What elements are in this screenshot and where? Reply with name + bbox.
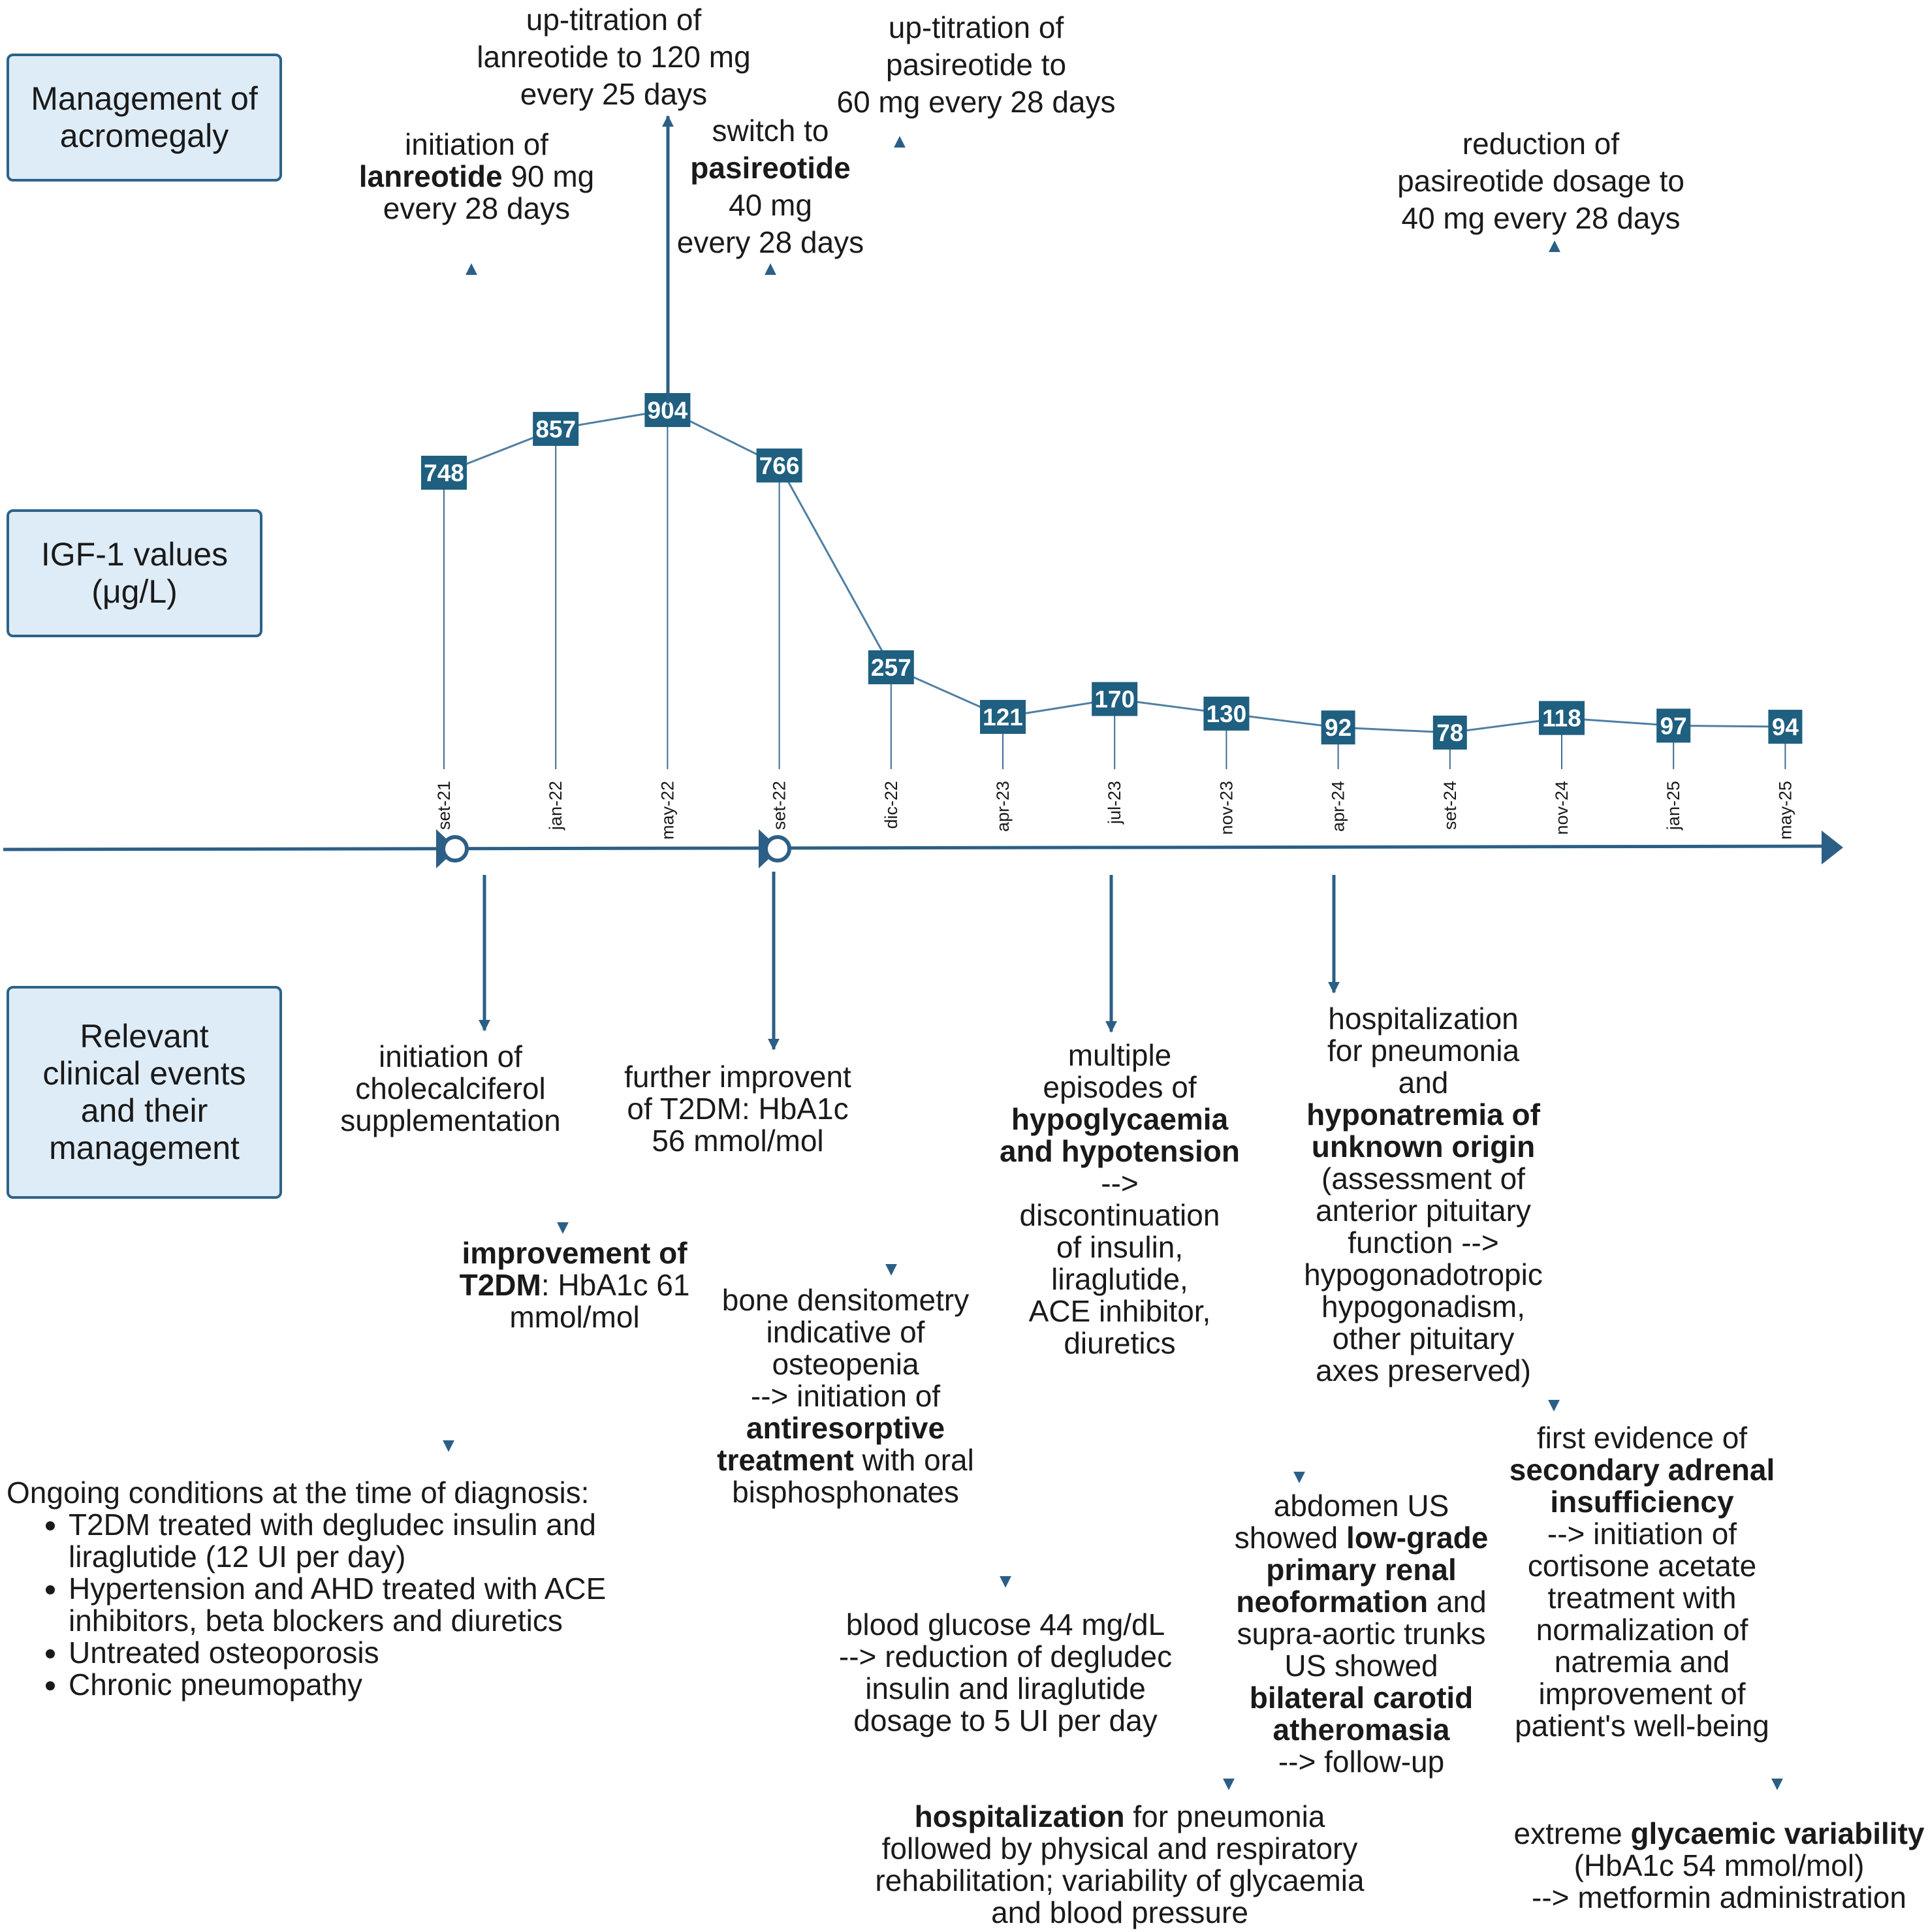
text-glycaemic: extreme glycaemic variability (HbA1c 54 … (1513, 1816, 1925, 1914)
event-arrows (443, 872, 1783, 1790)
igf1-value-box (1768, 710, 1803, 744)
timeline-circle-2 (764, 835, 791, 863)
date-label: set-22 (770, 781, 789, 830)
igf1-value-label: 118 (1542, 705, 1581, 732)
timeline-axis (3, 844, 1822, 851)
timeline-arrowhead (1822, 831, 1843, 864)
events-label: Relevant clinical events and their manag… (7, 986, 282, 1199)
igf1-value-label: 130 (1207, 701, 1247, 727)
date-label: jul-23 (1105, 781, 1124, 825)
text-renal: abdomen US showed low-grade primary rena… (1234, 1489, 1489, 1779)
igf1-value-box (1321, 710, 1355, 745)
igf1-value-label: 121 (983, 704, 1023, 731)
management-label: Management of acromegaly (7, 54, 282, 182)
igf1-value-label: 748 (424, 460, 464, 486)
text-lanreotide-start: initiation of lanreotide 90 mg every 28 … (358, 127, 595, 225)
text-adrenal: first evidence of secondary adrenal insu… (1509, 1421, 1775, 1743)
date-label: may-25 (1775, 781, 1795, 840)
text-glucose: blood glucose 44 mg/dL --> reduction of … (838, 1607, 1173, 1737)
date-label: dic-22 (881, 781, 901, 829)
igf1-value-label: 97 (1660, 712, 1687, 739)
igf1-value-box (1092, 682, 1138, 716)
igf1-value-label: 170 (1094, 686, 1135, 713)
text-osteopenia: bone densitometry indicative of osteopen… (717, 1283, 974, 1509)
ongoing-title: Ongoing conditions at the time of diagno… (7, 1476, 590, 1510)
date-label: apr-24 (1329, 781, 1348, 832)
list-item: Untreated osteoporosis (69, 1637, 633, 1669)
igf1-value-box (1656, 708, 1691, 743)
igf1-value-label: 94 (1772, 714, 1799, 740)
date-label: set-24 (1440, 781, 1460, 830)
igf1-value-label: 857 (535, 416, 576, 443)
timeline-circle-1 (441, 835, 469, 863)
igf1-value-box (1432, 716, 1467, 750)
igf1-value-box (868, 650, 914, 684)
text-cholecalciferol: initiation of cholecalciferol supplement… (340, 1039, 561, 1137)
text-t2dm-improve: improvement of T2DM: HbA1c 61 mmol/mol (459, 1236, 690, 1334)
igf1-value-label: 92 (1325, 714, 1351, 741)
text-pasireotide-up: up-titration of pasireotide to 60 mg eve… (836, 10, 1116, 119)
text-hosp-pneumonia: hospitalization for pneumonia followed b… (875, 1799, 1365, 1929)
igf1-value-label: 78 (1436, 720, 1463, 746)
text-hyponatremia: hospitalization for pneumonia and hypona… (1304, 1002, 1543, 1387)
date-label: may-22 (657, 781, 677, 840)
igf1-value-label: 257 (871, 654, 911, 681)
list-item: Hypertension and AHD treated with ACE in… (69, 1573, 633, 1637)
ongoing-list: T2DM treated with degludec insulin and l… (7, 1509, 633, 1701)
list-item: Chronic pneumopathy (69, 1669, 633, 1701)
text-pasireotide-reduce: reduction of pasireotide dosage to 40 mg… (1397, 127, 1684, 235)
igf1-value-box (980, 699, 1026, 734)
text-hypoglycaemia: multiple episodes of hypoglycaemia and h… (1000, 1038, 1240, 1360)
igf1-value-box (533, 411, 579, 446)
date-label: nov-24 (1552, 781, 1572, 835)
text-t2dm-further: further improvent of T2DM: HbA1c 56 mmol… (624, 1060, 851, 1158)
date-label: jan-22 (546, 781, 565, 831)
igf1-value-box (421, 456, 467, 490)
igf1-value-label: 766 (759, 452, 800, 479)
management-arrows (466, 115, 1560, 633)
igf1-value-box (756, 448, 802, 483)
list-item: T2DM treated with degludec insulin and l… (69, 1509, 633, 1573)
date-label: jan-25 (1664, 781, 1683, 831)
ongoing-conditions: Ongoing conditions at the time of diagno… (7, 1477, 633, 1701)
igf1-value-box (1203, 696, 1250, 731)
text-lanreotide-up: up-titration of lanreotide to 120 mg eve… (477, 3, 751, 111)
text-pasireotide-switch: switch to pasireotide 40 mg every 28 day… (676, 114, 864, 259)
date-label: nov-23 (1216, 781, 1236, 835)
date-label: set-21 (434, 781, 454, 830)
date-label: apr-23 (993, 781, 1013, 832)
igf-label: IGF-1 values (μg/L) (7, 509, 262, 637)
igf1-value-box (1539, 701, 1585, 735)
